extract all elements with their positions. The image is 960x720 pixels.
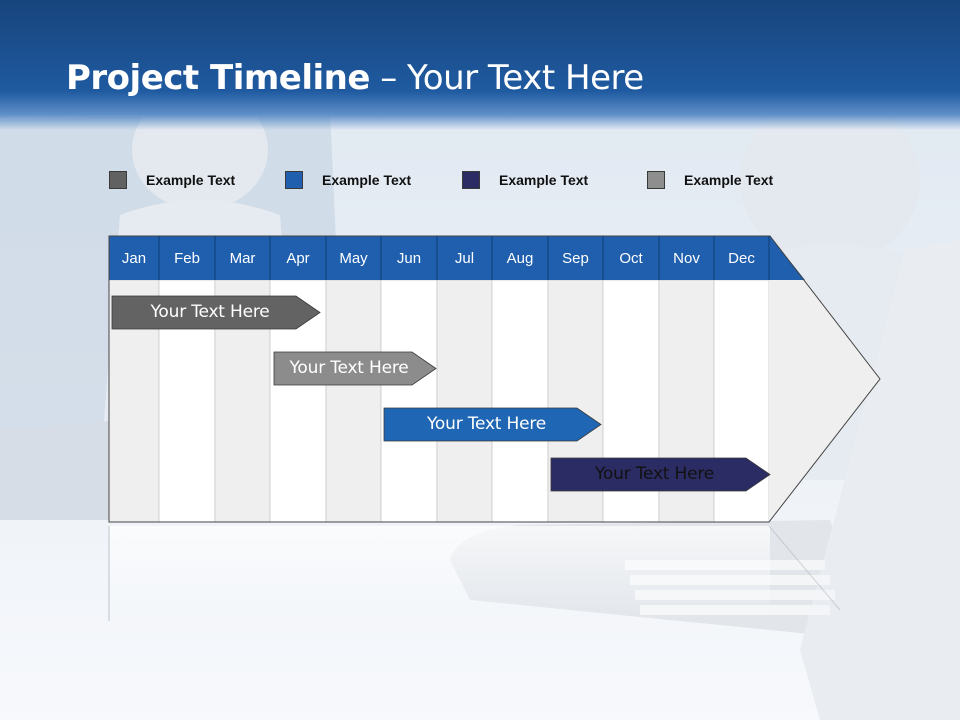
month-column-jun — [380, 279, 438, 523]
timeline-bar-1 — [111, 295, 321, 330]
month-column-jul — [436, 279, 493, 523]
legend-swatch-4 — [647, 171, 665, 189]
legend-item-1: Example Text — [109, 170, 235, 190]
month-label-jun: Jun — [396, 250, 422, 267]
legend-label-2: Example Text — [322, 172, 412, 188]
legend-label-3: Example Text — [499, 172, 589, 188]
legend-swatch-3 — [462, 171, 480, 189]
timeline-reflection — [109, 526, 770, 621]
month-label-nov: Nov — [673, 250, 700, 267]
timeline-bar-3 — [383, 407, 602, 442]
timeline-bar-label-3: Your Text Here — [427, 414, 546, 434]
title-bold: Project Timeline — [66, 58, 370, 98]
month-label-aug: Aug — [506, 250, 534, 267]
title-rest: – Your Text Here — [369, 58, 644, 98]
month-label-feb: Feb — [174, 250, 200, 267]
month-label-oct: Oct — [619, 250, 643, 267]
legend-item-2: Example Text — [285, 170, 411, 190]
month-column-may — [325, 279, 382, 523]
legend-label-1: Example Text — [146, 172, 236, 188]
month-label-dec: Dec — [728, 250, 755, 267]
month-label-jan: Jan — [121, 250, 147, 267]
timeline-bar-label-1: Your Text Here — [150, 302, 270, 322]
arrow-head — [769, 280, 880, 522]
month-header-band — [109, 236, 805, 280]
legend-item-3: Example Text — [462, 170, 588, 190]
timeline-bar-label-4: Your Text Here — [595, 464, 714, 484]
legend-swatch-2 — [285, 171, 303, 189]
month-label-sep: Sep — [562, 250, 589, 267]
timeline-bar-2 — [273, 351, 437, 386]
legend-label-4: Example Text — [684, 172, 774, 188]
month-label-may: May — [339, 250, 368, 267]
arrow-outline — [108, 235, 881, 523]
legend-item-4: Example Text — [647, 170, 773, 190]
month-label-jul: Jul — [454, 250, 475, 267]
month-label-apr: Apr — [286, 250, 310, 267]
slide-title: Project Timeline – Your Text Here — [66, 58, 644, 98]
title-banner — [0, 0, 960, 130]
month-label-mar: Mar — [229, 250, 256, 267]
timeline-bar-label-2: Your Text Here — [289, 358, 409, 378]
month-column-aug — [491, 279, 549, 523]
timeline-bar-4 — [550, 457, 771, 492]
legend-swatch-1 — [109, 171, 127, 189]
